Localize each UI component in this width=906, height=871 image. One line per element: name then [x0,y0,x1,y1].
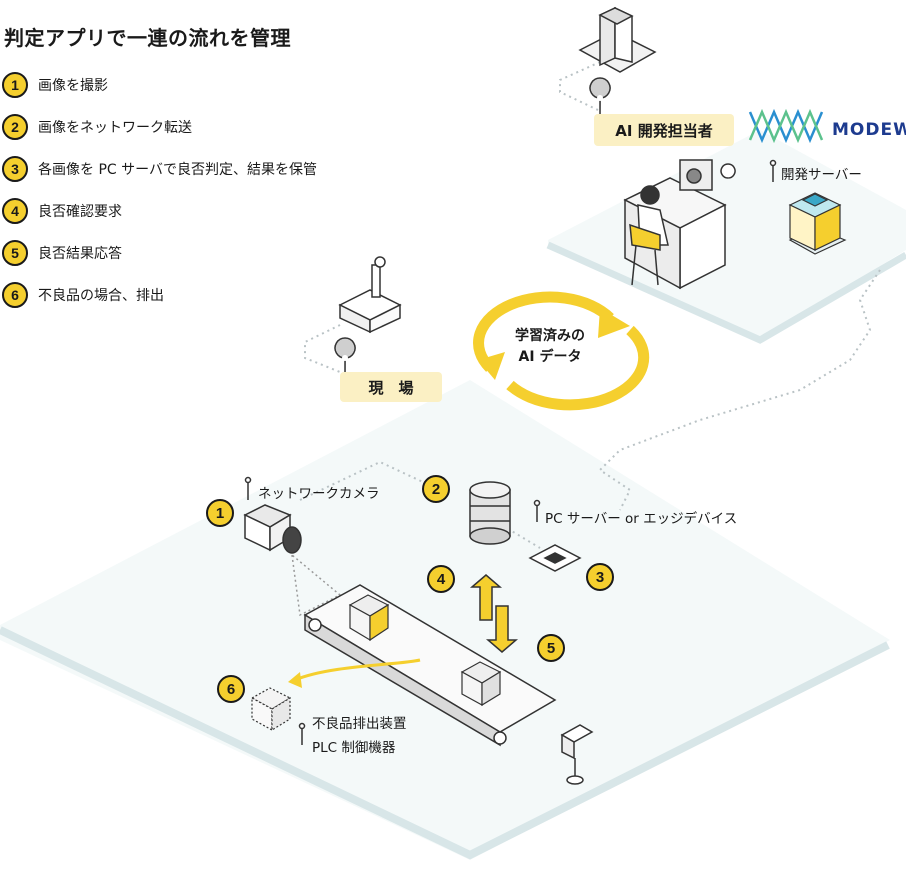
step-text: 良否確認要求 [38,204,122,220]
pin-icon [298,159,777,745]
step-badge-3: 3 [586,563,614,591]
list-item: 2 画像をネットワーク転送 [2,106,317,148]
step-text: 画像を撮影 [38,78,108,94]
building-icon [578,6,657,73]
dotted-connectors [299,61,881,549]
pc-server-label: PC サーバー or エッジデバイス [545,511,738,527]
modewo-logo-icon [748,108,824,144]
dev-server-label: 開発サーバー [781,167,862,183]
steps-list: 1 画像を撮影 2 画像をネットワーク転送 3 各画像を PC サーバで良否判定… [2,64,317,316]
request-response-arrows [469,574,519,653]
list-item: 3 各画像を PC サーバで良否判定、結果を保管 [2,148,317,190]
step-text: 良否結果応答 [38,246,122,262]
pin-icon [334,337,356,381]
step-badge-2: 2 [422,475,450,503]
list-item: 5 良否結果応答 [2,232,317,274]
person-at-desk-icon [623,159,736,290]
trained-ai-line2: AI データ [518,349,582,365]
plc-label: PLC 制御機器 [312,740,396,756]
list-item: 1 画像を撮影 [2,64,317,106]
trained-ai-line1: 学習済みの [515,328,585,344]
page-title: 判定アプリで一連の流れを管理 [4,26,291,50]
ai-dev-label: AI 開発担当者 [594,114,734,146]
cycle-arrows-icon [473,291,650,411]
server-rack-icon [788,192,847,255]
reject-arrow [294,658,421,682]
network-camera-label: ネットワークカメラ [258,486,380,502]
trained-ai-data-label: 学習済みの AI データ [500,326,600,368]
cycle-arrowheads [478,308,630,380]
step-number: 2 [2,114,28,140]
step-badge-4: 4 [427,565,455,593]
step-number: 6 [2,282,28,308]
sensor-icon [560,724,594,785]
step-number: 5 [2,240,28,266]
step-number: 3 [2,156,28,182]
factory-icon [338,256,402,334]
chip-icon [528,544,582,572]
dev-platform [546,130,906,344]
list-item: 4 良否確認要求 [2,190,317,232]
step-text: 不良品の場合、排出 [38,288,164,304]
reject-device-label: 不良品排出装置 [312,716,407,732]
step-text: 各画像を PC サーバで良否判定、結果を保管 [38,162,317,178]
list-item: 6 不良品の場合、排出 [2,274,317,316]
site-platform [0,380,890,860]
step-badge-1: 1 [206,499,234,527]
step-number: 1 [2,72,28,98]
step-badge-6: 6 [217,675,245,703]
box-icon [250,594,502,732]
logo-text: MODEWO [832,120,906,140]
step-text: 画像をネットワーク転送 [38,120,192,136]
step-number: 4 [2,198,28,224]
reject-arrowhead [288,672,302,688]
database-icon [469,481,511,545]
camera-icon [243,476,342,617]
pin-icon [589,77,611,119]
step-badge-5: 5 [537,634,565,662]
site-label: 現 場 [340,372,442,402]
